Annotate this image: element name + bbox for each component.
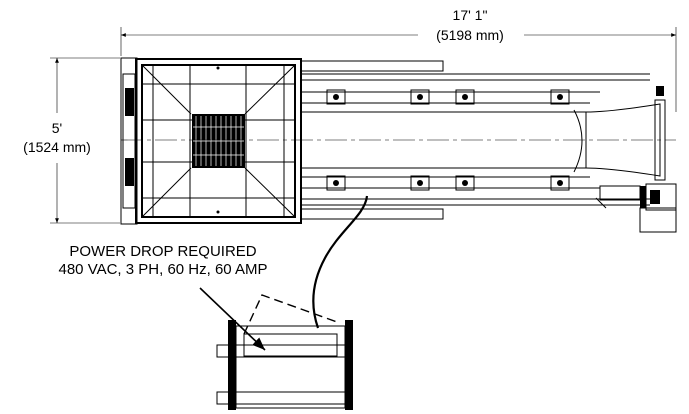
hopper-section [135, 58, 302, 224]
lid-outline [243, 294, 338, 335]
note-line-1: POWER DROP REQUIRED [69, 243, 256, 260]
drive-motor [595, 183, 677, 233]
note-leader-arrow [199, 287, 266, 351]
note-line-2: 480 VAC, 3 PH, 60 Hz, 60 AMP [59, 261, 268, 278]
length-metric: (5198 mm) [436, 27, 504, 43]
power-drop-box [216, 294, 353, 410]
conveyor-frame [121, 60, 676, 220]
left-end-frame [120, 57, 138, 225]
width-imperial: 5' [52, 120, 62, 136]
length-dimension: 17' 1" (5198 mm) [120, 7, 677, 112]
power-drop-note: POWER DROP REQUIRED 480 VAC, 3 PH, 60 Hz… [59, 243, 268, 351]
length-imperial: 17' 1" [453, 7, 488, 23]
width-dimension: 5' (1524 mm) [23, 57, 120, 224]
width-metric: (1524 mm) [23, 139, 91, 155]
power-cable [312, 195, 369, 329]
